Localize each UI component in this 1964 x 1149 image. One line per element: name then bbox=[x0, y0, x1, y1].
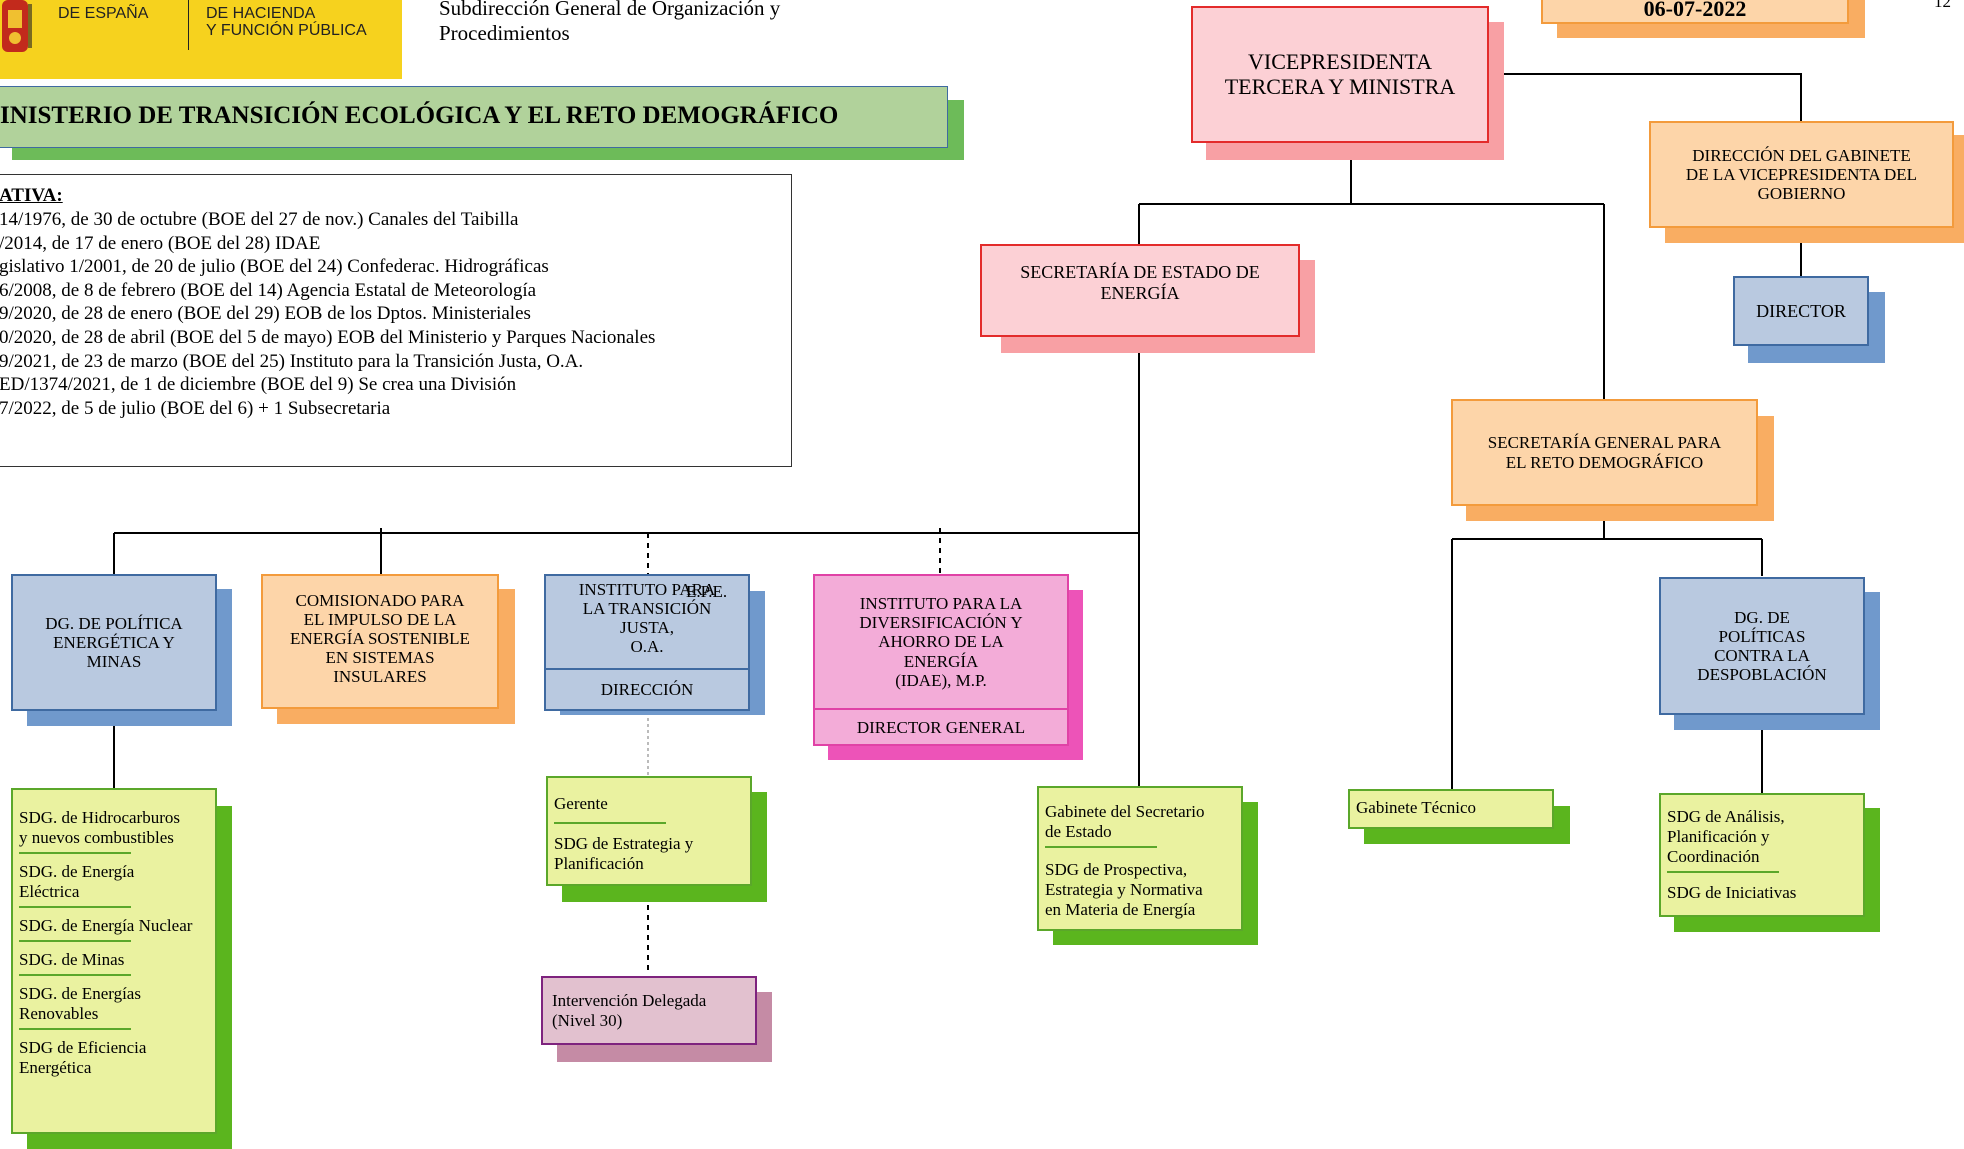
idae-sub: DIRECTOR GENERAL bbox=[815, 710, 1067, 746]
node-sublabel: DIRECCIÓN bbox=[600, 680, 694, 700]
list-item: Gabinete Técnico bbox=[1356, 798, 1477, 817]
coat-of-arms-icon bbox=[0, 0, 34, 56]
logo-gobierno bbox=[0, 0, 402, 79]
node-vicepresidenta: VICEPRESIDENTA TERCERA Y MINISTRA bbox=[1191, 6, 1489, 143]
despoblacion-units: SDG de Análisis, Planificación y Coordin… bbox=[1659, 793, 1865, 917]
instituto-tj-sub: DIRECCIÓN bbox=[546, 670, 748, 710]
ministry-title-box bbox=[0, 86, 948, 148]
se-units: Gabinete del Secretario de Estado SDG de… bbox=[1037, 786, 1243, 931]
list-item: SDG de Iniciativas bbox=[1667, 883, 1797, 903]
normativa-item: gislativo 1/2001, de 20 de julio (BOE de… bbox=[0, 256, 549, 278]
node-sublabel: DIRECTOR GENERAL bbox=[856, 718, 1026, 738]
idae-header: INSTITUTO PARA LA DIVERSIFICACIÓN Y AHOR… bbox=[815, 576, 1067, 710]
instituto-tj-overlap-label: E.P.E. bbox=[686, 582, 728, 601]
normativa-item: 9/2021, de 23 de marzo (BOE del 25) Inst… bbox=[0, 350, 584, 372]
list-item: Gerente bbox=[548, 790, 750, 825]
node-label: COMISIONADO PARA EL IMPULSO DE LA ENERGÍ… bbox=[290, 590, 470, 687]
normativa-item: 7/2022, de 5 de julio (BOE del 6) + 1 Su… bbox=[0, 397, 391, 419]
date-label: 06-07-2022 bbox=[1643, 0, 1747, 21]
normativa-heading: ATIVA: bbox=[0, 185, 63, 206]
normativa-item: 14/1976, de 30 de octubre (BOE del 27 de… bbox=[0, 209, 519, 230]
node-label: SECRETARÍA DE ESTADO DE ENERGÍA bbox=[1020, 262, 1260, 303]
itj-units: Gerente SDG de Estrategia y Planificació… bbox=[546, 776, 752, 886]
normativa-list: 14/1976, de 30 de octubre (BOE del 27 de… bbox=[0, 208, 655, 420]
node-comisionado: COMISIONADO PARA EL IMPULSO DE LA ENERGÍ… bbox=[261, 574, 499, 709]
normativa-item: /2014, de 17 de enero (BOE del 28) IDAE bbox=[0, 232, 321, 254]
ministry-title: INISTERIO DE TRANSICIÓN ECOLÓGICA Y EL R… bbox=[0, 102, 839, 129]
node-label: DG. DE POLÍTICAS CONTRA LA DESPOBLACIÓN bbox=[1697, 607, 1827, 685]
node-dg-despoblacion: DG. DE POLÍTICAS CONTRA LA DESPOBLACIÓN bbox=[1659, 577, 1865, 715]
normativa-item: ED/1374/2021, de 1 de diciembre (BOE del… bbox=[0, 374, 517, 396]
logo-gobierno-text: GOBIERNO DE ESPAÑA bbox=[58, 0, 149, 22]
node-label: INSTITUTO PARA LA DIVERSIFICACIÓN Y AHOR… bbox=[859, 594, 1023, 690]
logo-ministerio-text: MINISTERIO DE HACIENDA Y FUNCIÓN PÚBLICA bbox=[206, 0, 367, 40]
date-box: 06-07-2022 bbox=[1541, 0, 1849, 24]
node-se-energia: SECRETARÍA DE ESTADO DE ENERGÍA bbox=[980, 244, 1300, 337]
node-label: INSTITUTO PARA LA TRANSICIÓN JUSTA, O.A. bbox=[578, 580, 716, 657]
logo-divider bbox=[188, 0, 189, 50]
node-instituto-tj: INSTITUTO PARA LA TRANSICIÓN JUSTA, O.A.… bbox=[544, 574, 750, 711]
list-item: SDG. de Hidrocarburos y nuevos combustib… bbox=[13, 804, 215, 855]
node-label: DG. DE POLÍTICA ENERGÉTICA Y MINAS bbox=[45, 613, 183, 672]
normativa-item: 0/2020, de 28 de abril (BOE del 5 de may… bbox=[0, 326, 656, 348]
list-item: SDG de Estrategia y Planificación bbox=[554, 834, 694, 874]
node-label: DIRECCIÓN DEL GABINETE DE LA VICEPRESIDE… bbox=[1685, 145, 1918, 204]
node-gabinete: DIRECCIÓN DEL GABINETE DE LA VICEPRESIDE… bbox=[1649, 121, 1954, 228]
node-label: SECRETARÍA GENERAL PARA EL RETO DEMOGRÁF… bbox=[1487, 433, 1722, 472]
list-item: SDG de Prospectiva, Estrategia y Normati… bbox=[1045, 860, 1203, 920]
node-idae: INSTITUTO PARA LA DIVERSIFICACIÓN Y AHOR… bbox=[813, 574, 1069, 746]
normativa-item: 9/2020, de 28 de enero (BOE del 29) EOB … bbox=[0, 303, 531, 325]
node-label: Intervención Delegada (Nivel 30) bbox=[552, 991, 707, 1031]
list-item: SDG. de Energía Nuclear bbox=[13, 912, 215, 943]
normativa-box: ATIVA: 14/1976, de 30 de octubre (BOE de… bbox=[0, 174, 792, 467]
subdireccion-label: Subdirección General de Organización y P… bbox=[439, 0, 781, 46]
page-corner-label: 12 bbox=[1934, 0, 1951, 11]
list-item: SDG. de Energía Eléctrica bbox=[13, 858, 215, 909]
node-director: DIRECTOR bbox=[1733, 276, 1869, 346]
node-sg-reto: SECRETARÍA GENERAL PARA EL RETO DEMOGRÁF… bbox=[1451, 399, 1758, 506]
dg-politica-units: SDG. de Hidrocarburos y nuevos combustib… bbox=[11, 788, 217, 1134]
instituto-tj-header: INSTITUTO PARA LA TRANSICIÓN JUSTA, O.A. bbox=[546, 576, 748, 670]
list-item: SDG de Eficiencia Energética bbox=[19, 1038, 147, 1078]
node-label: DIRECTOR bbox=[1756, 300, 1846, 321]
node-dg-politica: DG. DE POLÍTICA ENERGÉTICA Y MINAS bbox=[11, 574, 217, 711]
list-item: SDG. de Minas bbox=[13, 946, 215, 977]
sg-units: Gabinete Técnico bbox=[1348, 789, 1554, 829]
connector-vp-gabinete bbox=[1486, 73, 1802, 122]
normativa-item: 6/2008, de 8 de febrero (BOE del 14) Age… bbox=[0, 279, 537, 301]
list-item: Gabinete del Secretario de Estado bbox=[1039, 798, 1241, 849]
node-label: VICEPRESIDENTA TERCERA Y MINISTRA bbox=[1224, 48, 1456, 99]
list-item: SDG. de Energías Renovables bbox=[13, 980, 215, 1031]
list-item: SDG de Análisis, Planificación y Coordin… bbox=[1661, 803, 1863, 874]
node-intervencion: Intervención Delegada (Nivel 30) bbox=[541, 976, 757, 1045]
